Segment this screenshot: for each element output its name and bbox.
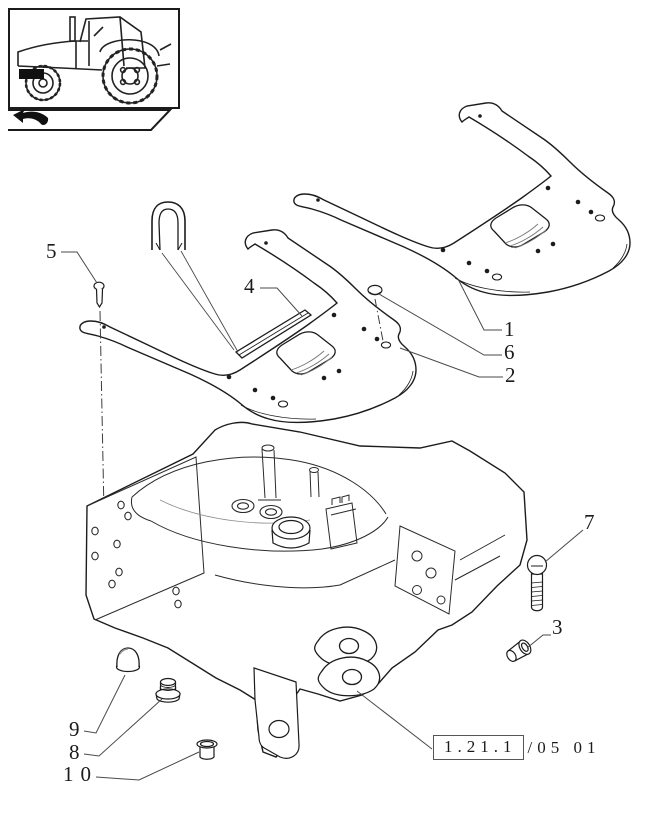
callout-9[interactable]: 9: [69, 717, 80, 741]
axle-support-casting-drawing: [85, 421, 528, 759]
part-8-plug-drawing: [155, 677, 181, 703]
callout-8[interactable]: 8: [69, 740, 80, 764]
part-4-strip-drawing: [234, 309, 313, 359]
section-pointer-swoosh-icon: [13, 109, 49, 126]
part-3-plug-drawing: [506, 639, 532, 662]
part-5-screw-drawing: [93, 281, 105, 309]
callout-10[interactable]: 10: [63, 762, 98, 786]
callout-1[interactable]: 1: [504, 317, 515, 341]
edge-clip-drawing: [151, 201, 186, 251]
clip-leader-lines: [161, 250, 239, 353]
callout-7[interactable]: 7: [584, 510, 595, 534]
callout-3[interactable]: 3: [552, 615, 563, 639]
callout-leader-lines: [61, 251, 584, 781]
callout-6[interactable]: 6: [504, 340, 515, 364]
callout-5[interactable]: 5: [46, 239, 57, 263]
screw-centerline: [99, 310, 105, 514]
part-7-bolt-drawing: [526, 554, 548, 612]
tractor-thumbnail-drawing: [17, 16, 172, 105]
model-thumbnail: [8, 8, 180, 109]
part-9-cap-drawing: [115, 647, 141, 673]
nav-tab-outline: [8, 109, 173, 131]
part-2-cover-panel-drawing: [79, 229, 417, 424]
figure-reference-suffix: /05 01: [527, 737, 601, 757]
part-6-pin-drawing: [367, 284, 383, 296]
front-axle-highlight: [19, 69, 44, 79]
pin-centerline: [374, 298, 384, 342]
figure-reference[interactable]: 1.21.1 /05 01: [433, 735, 600, 760]
section-nav-tab[interactable]: [8, 109, 178, 132]
part-1-cover-panel-drawing: [293, 102, 631, 297]
figure-reference-boxed: 1.21.1: [433, 735, 524, 760]
callout-4[interactable]: 4: [244, 274, 255, 298]
part-10-cap-drawing: [196, 739, 218, 760]
callout-2[interactable]: 2: [505, 363, 516, 387]
